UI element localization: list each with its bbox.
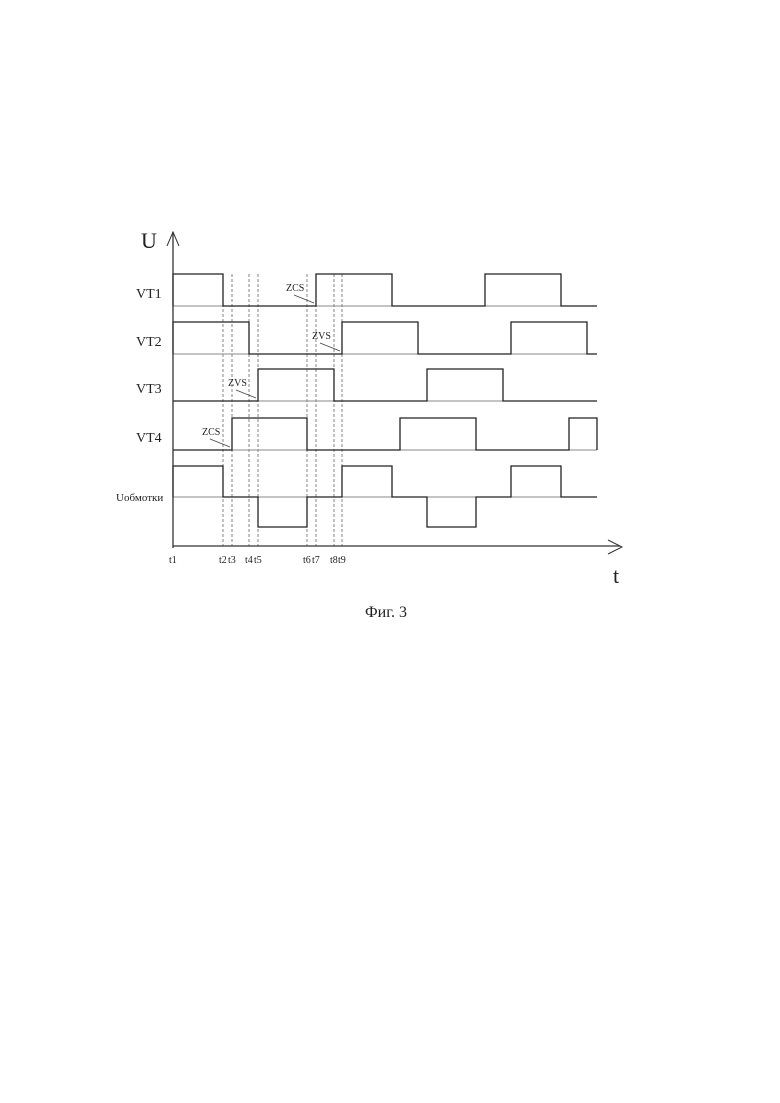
t-axis-arrow [608, 540, 622, 554]
signal-label: VT4 [136, 431, 162, 446]
time-mark-label: t6 [303, 555, 311, 566]
signal-label: VT3 [136, 382, 162, 397]
winding-label: Uобмотки [116, 492, 163, 504]
time-mark-label: t8 [330, 555, 338, 566]
time-mark-label: t3 [228, 555, 236, 566]
annotation-leader [294, 295, 314, 303]
time-mark-label: t5 [254, 555, 262, 566]
signal-vt2-waveform [173, 322, 597, 354]
t-axis-label: t [613, 563, 619, 588]
u-axis-label: U [141, 228, 157, 253]
signal-label: VT2 [136, 335, 162, 350]
annotation-label: ZCS [286, 283, 304, 294]
annotation-label: ZVS [312, 331, 331, 342]
signal-vt1-waveform [173, 274, 597, 306]
time-mark-label: t9 [338, 555, 346, 566]
time-mark-label: t4 [245, 555, 253, 566]
annotation-leader [320, 343, 340, 351]
annotation-label: ZCS [202, 427, 220, 438]
annotation-leader [236, 390, 256, 398]
time-mark-label: t2 [219, 555, 227, 566]
time-mark-label: t1 [169, 555, 177, 566]
annotation-leader [210, 439, 230, 447]
figure-caption: Фиг. 3 [365, 604, 407, 621]
annotation-label: ZVS [228, 378, 247, 389]
time-mark-label: t7 [312, 555, 320, 566]
signal-vt4-waveform [173, 418, 597, 450]
signal-label: VT1 [136, 287, 162, 302]
